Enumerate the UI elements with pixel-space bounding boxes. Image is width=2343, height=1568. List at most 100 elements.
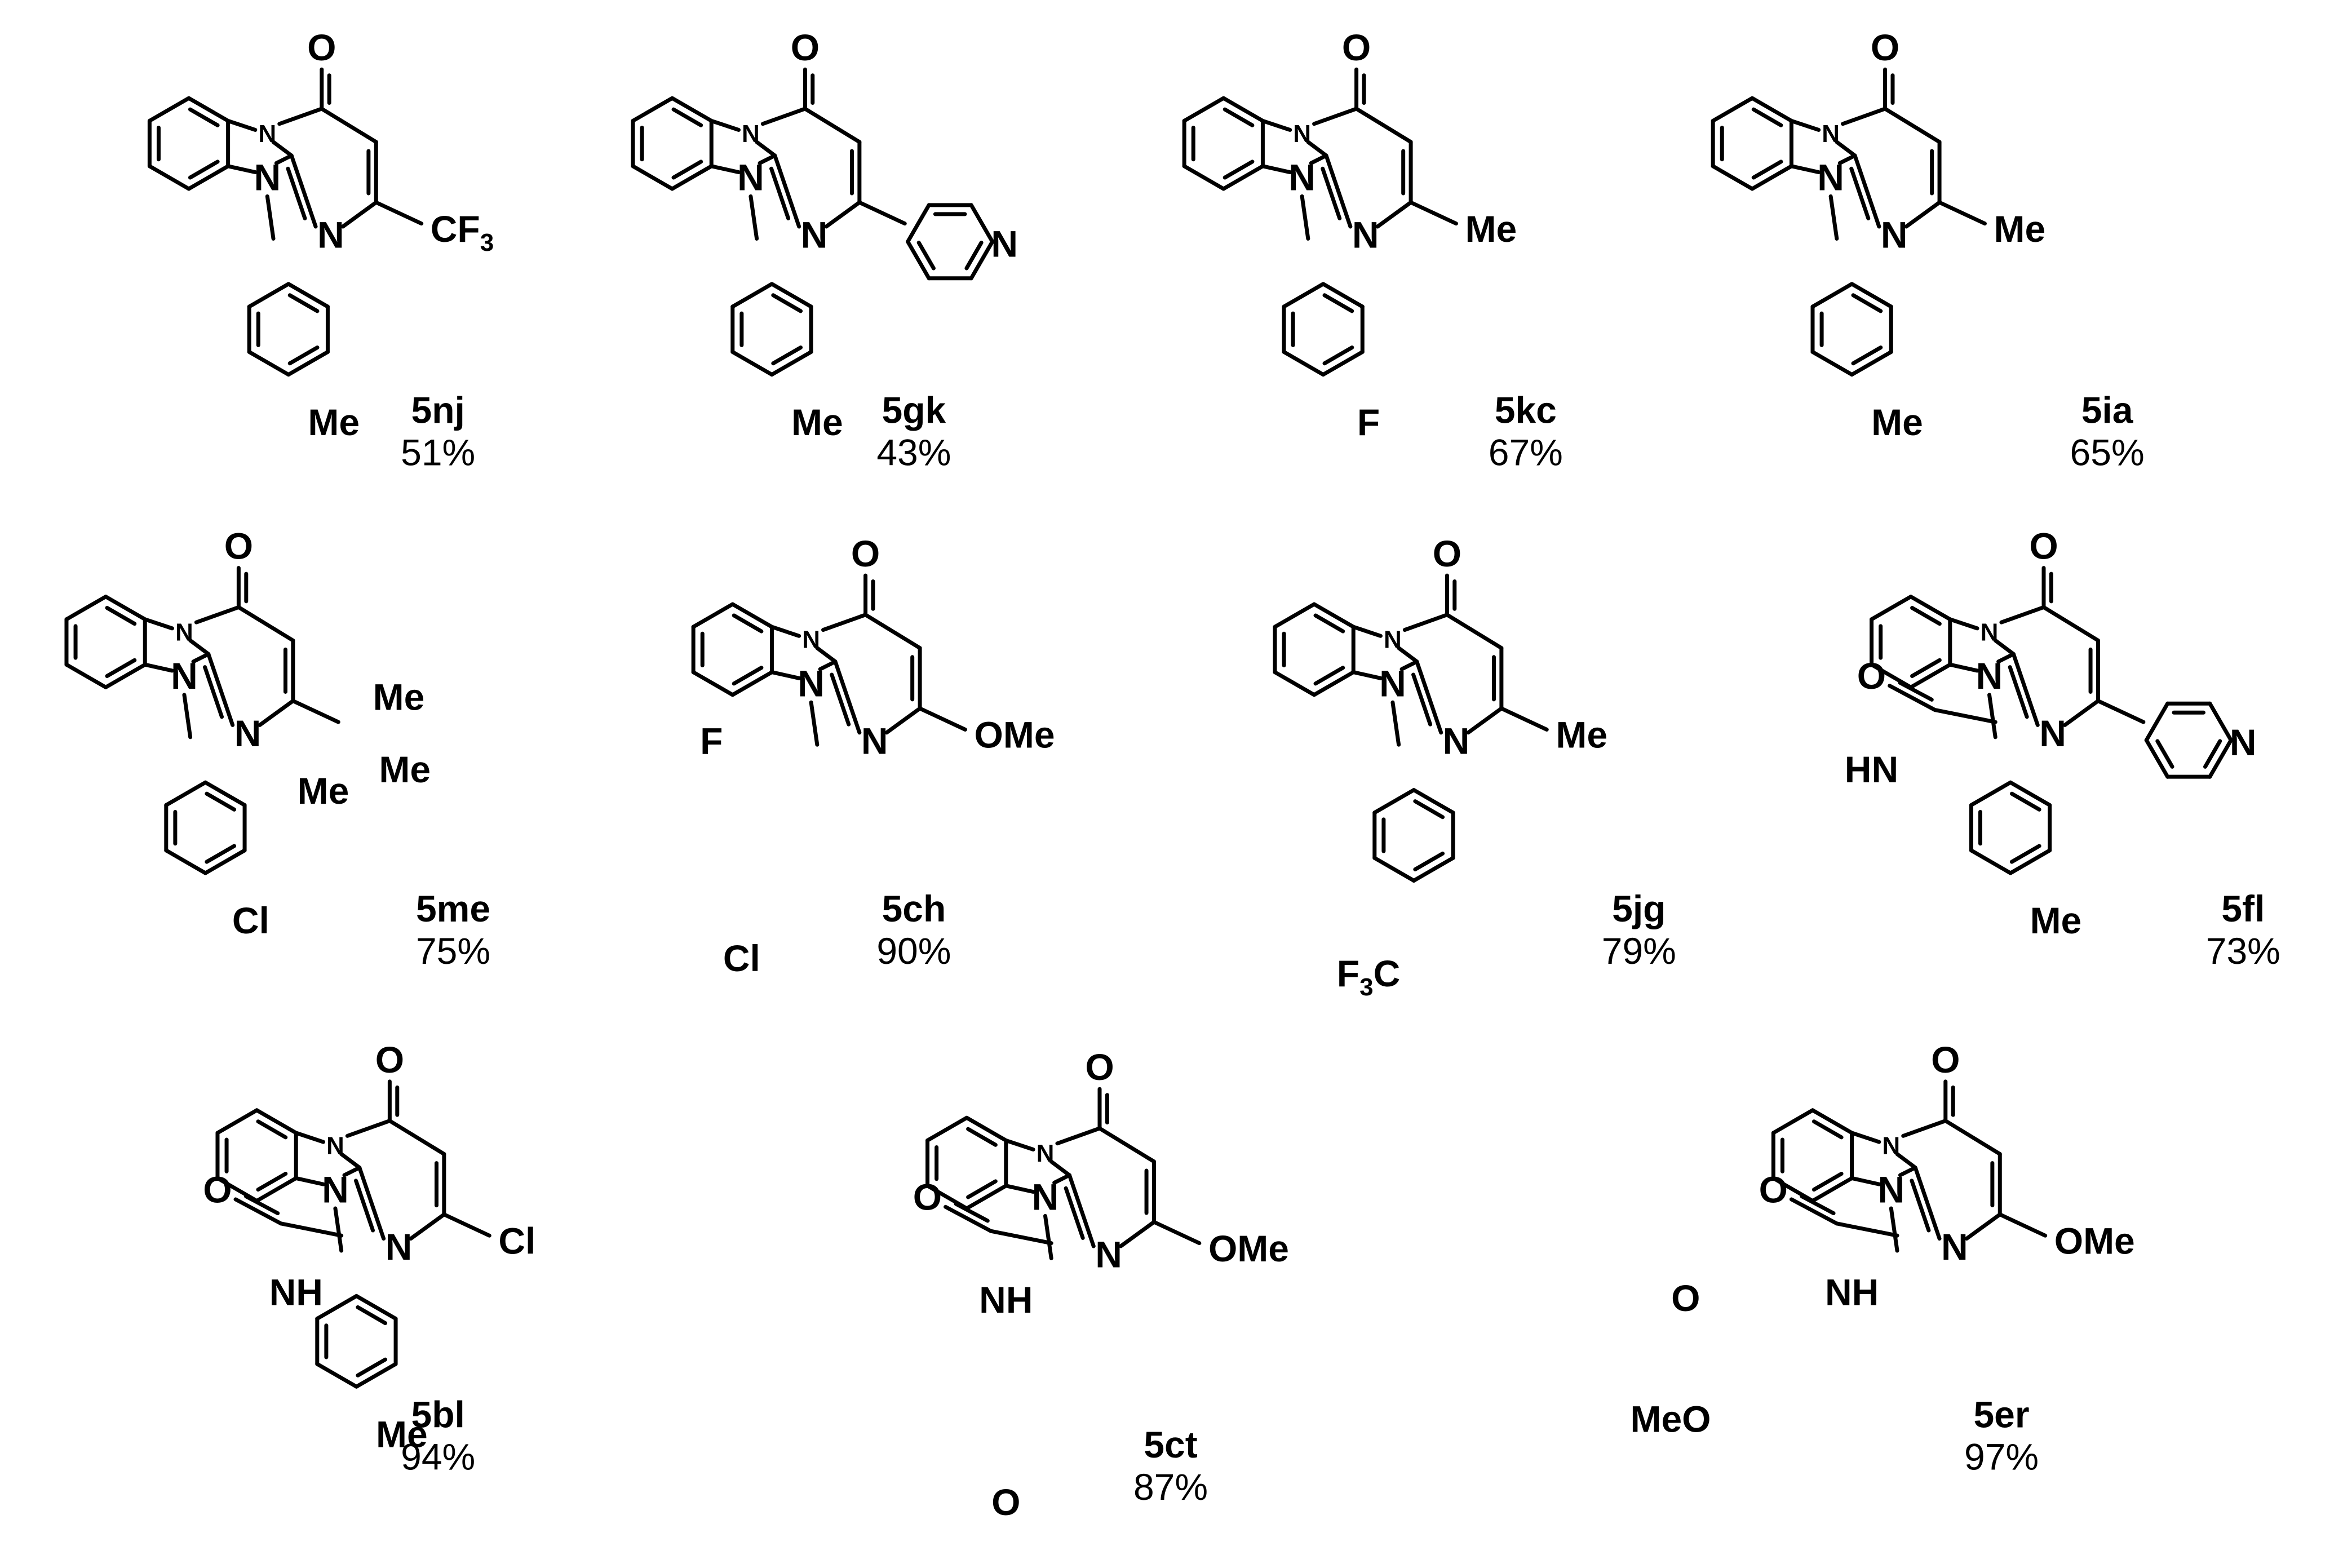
pyrimidine-nitrogen-label: N: [234, 712, 262, 754]
imidazole-nitrogen-label: N: [1976, 655, 2003, 697]
imidazole-nitrogen-label: N: [171, 655, 198, 697]
compound-id-label: 5ch: [882, 888, 946, 929]
compound-id-label: 5me: [416, 888, 490, 929]
carbonyl-oxygen-label: O: [1871, 26, 1899, 68]
bridge-nitrogen-label: N: [742, 120, 760, 148]
carbonyl-oxygen-label: O: [224, 525, 253, 567]
n-substituent-label: Me: [308, 401, 360, 443]
compound-id-label: 5nj: [411, 389, 465, 431]
pyrimidine-nitrogen-label: N: [1443, 720, 1470, 761]
compound-id-label: 5kc: [1495, 389, 1557, 431]
bridge-nitrogen-label: N: [1882, 1132, 1900, 1160]
furan-oxygen-label: O: [991, 1481, 1020, 1523]
substituent-label: Me: [1994, 208, 2046, 250]
carbonyl-oxygen-label: O: [1342, 26, 1371, 68]
amide-nh-label: NH: [269, 1272, 323, 1313]
yield-label: 75%: [416, 930, 490, 972]
n-substituent-label: Me: [791, 401, 843, 443]
compound-id-label: 5bl: [411, 1394, 465, 1436]
tbutyl-methyl-label: Me: [373, 676, 425, 718]
compound-id-label: 5er: [1973, 1394, 2029, 1436]
carbonyl-oxygen-label: O: [307, 26, 336, 68]
imidazole-nitrogen-label: N: [798, 662, 825, 704]
pyrimidine-nitrogen-label: N: [1352, 214, 1379, 256]
amide-oxygen-label: O: [1759, 1168, 1788, 1210]
pyrimidine-nitrogen-label: N: [1095, 1234, 1122, 1275]
pyrimidine-nitrogen-label: N: [317, 214, 344, 256]
pyrimidine-nitrogen-label: N: [2039, 712, 2066, 754]
n-substituent-label: F: [1357, 401, 1380, 443]
compound-id-label: 5jg: [1612, 888, 1666, 929]
compound-id-label: 5fl: [2221, 888, 2265, 929]
imidazole-nitrogen-label: N: [1379, 662, 1406, 704]
pyrimidine-nitrogen-label: N: [861, 720, 888, 761]
carbonyl-oxygen-label: O: [791, 26, 820, 68]
amide-oxygen-label: O: [203, 1168, 232, 1210]
ester-carbonyl-oxygen-label: O: [1671, 1277, 1700, 1319]
yield-label: 87%: [1133, 1466, 1208, 1508]
n-substituent-label: Me: [376, 1413, 428, 1455]
imidazole-nitrogen-label: N: [1032, 1176, 1059, 1218]
n-substituent-label: Me: [2030, 900, 2082, 941]
yield-label: 43%: [876, 431, 951, 473]
imidazole-nitrogen-label: N: [1288, 157, 1316, 198]
bridge-nitrogen-label: N: [1981, 618, 1999, 646]
yield-label: 51%: [401, 431, 475, 473]
substituent-label: Cl: [498, 1220, 535, 1261]
bridge-nitrogen-label: N: [802, 626, 820, 654]
compound-id-label: 5ct: [1144, 1424, 1197, 1465]
bridge-nitrogen-label: N: [1293, 120, 1311, 148]
chloro-label: Cl: [723, 937, 760, 979]
bridge-nitrogen-label: N: [326, 1132, 344, 1160]
bridge-nitrogen-label: N: [1037, 1140, 1055, 1167]
yield-label: 90%: [876, 930, 951, 972]
pyrimidine-nitrogen-label: N: [1881, 214, 1908, 256]
amide-nh-label: NH: [979, 1279, 1033, 1321]
compound-id-label: 5gk: [882, 389, 946, 431]
substituent-label: OMe: [2054, 1220, 2135, 1261]
trifluoromethyl-label: F3C: [1337, 953, 1400, 1001]
imidazole-nitrogen-label: N: [1817, 157, 1844, 198]
amide-oxygen-label: O: [913, 1176, 942, 1218]
substituent-label: Me: [1556, 714, 1607, 756]
yield-label: 79%: [1602, 930, 1676, 972]
substituent-label: CF3: [431, 208, 494, 256]
yield-label: 97%: [1964, 1436, 2039, 1478]
n-substituent-label: Me: [1871, 401, 1923, 443]
carbonyl-oxygen-label: O: [1931, 1039, 1960, 1080]
methoxy-ester-label: MeO: [1631, 1398, 1711, 1440]
tbutyl-methyl-label: Me: [379, 748, 431, 790]
substituent-label: OMe: [1208, 1228, 1289, 1269]
yield-label: 94%: [401, 1436, 475, 1478]
compound-id-label: 5ia: [2081, 389, 2134, 431]
carbonyl-oxygen-label: O: [1433, 533, 1461, 574]
yield-label: 73%: [2206, 930, 2280, 972]
pyrimidine-nitrogen-label: N: [1941, 1226, 1968, 1268]
substituent-label: OMe: [975, 714, 1055, 756]
amide-nh-label: NH: [1825, 1272, 1879, 1313]
pyrimidine-nitrogen-label: N: [386, 1226, 413, 1268]
carbonyl-oxygen-label: O: [375, 1039, 404, 1080]
yield-label: 65%: [2070, 431, 2145, 473]
amide-oxygen-label: O: [1857, 655, 1886, 697]
imidazole-nitrogen-label: N: [737, 157, 764, 198]
bridge-nitrogen-label: N: [1384, 626, 1402, 654]
imidazole-nitrogen-label: N: [1877, 1168, 1904, 1210]
bridge-nitrogen-label: N: [1822, 120, 1840, 148]
n-substituent-label: Cl: [232, 900, 269, 941]
carbonyl-oxygen-label: O: [1085, 1046, 1114, 1088]
fluoro-label: F: [700, 720, 723, 761]
imidazole-nitrogen-label: N: [254, 157, 281, 198]
amide-nh-label: HN: [1845, 748, 1898, 790]
